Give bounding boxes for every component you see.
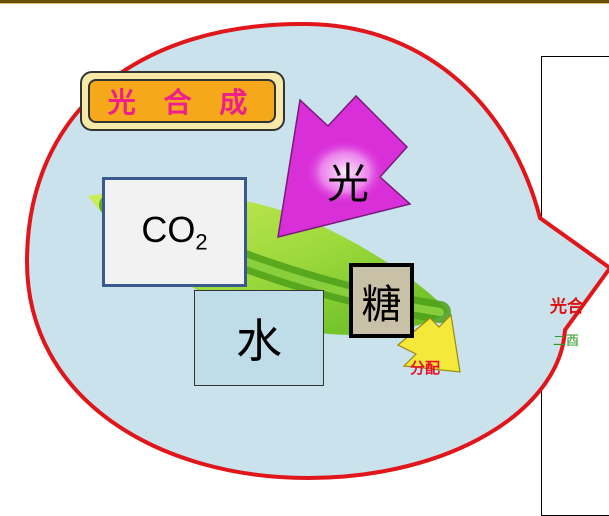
panel-line-fragment: 二酉	[553, 334, 580, 349]
water-box: 水	[194, 290, 324, 386]
top-divider-highlight	[0, 3, 609, 4]
distribute-label: 分配	[410, 359, 441, 377]
title-badge: 光 合 成	[88, 79, 276, 123]
top-divider	[0, 0, 609, 3]
sugar-label: 糖	[361, 281, 402, 328]
sugar-box: 糖	[349, 263, 414, 338]
panel-heading-fragment: 光合	[550, 297, 584, 317]
title-badge-label: 光 合 成	[107, 86, 257, 119]
water-label: 水	[236, 314, 282, 368]
light-arrow-icon	[277, 94, 412, 239]
photosynthesis-diagram	[24, 21, 609, 481]
light-label: 光	[326, 159, 369, 208]
co2-box: CO2	[102, 177, 247, 287]
co2-label: CO2	[141, 208, 208, 255]
distribute-arrow-icon	[396, 313, 461, 373]
